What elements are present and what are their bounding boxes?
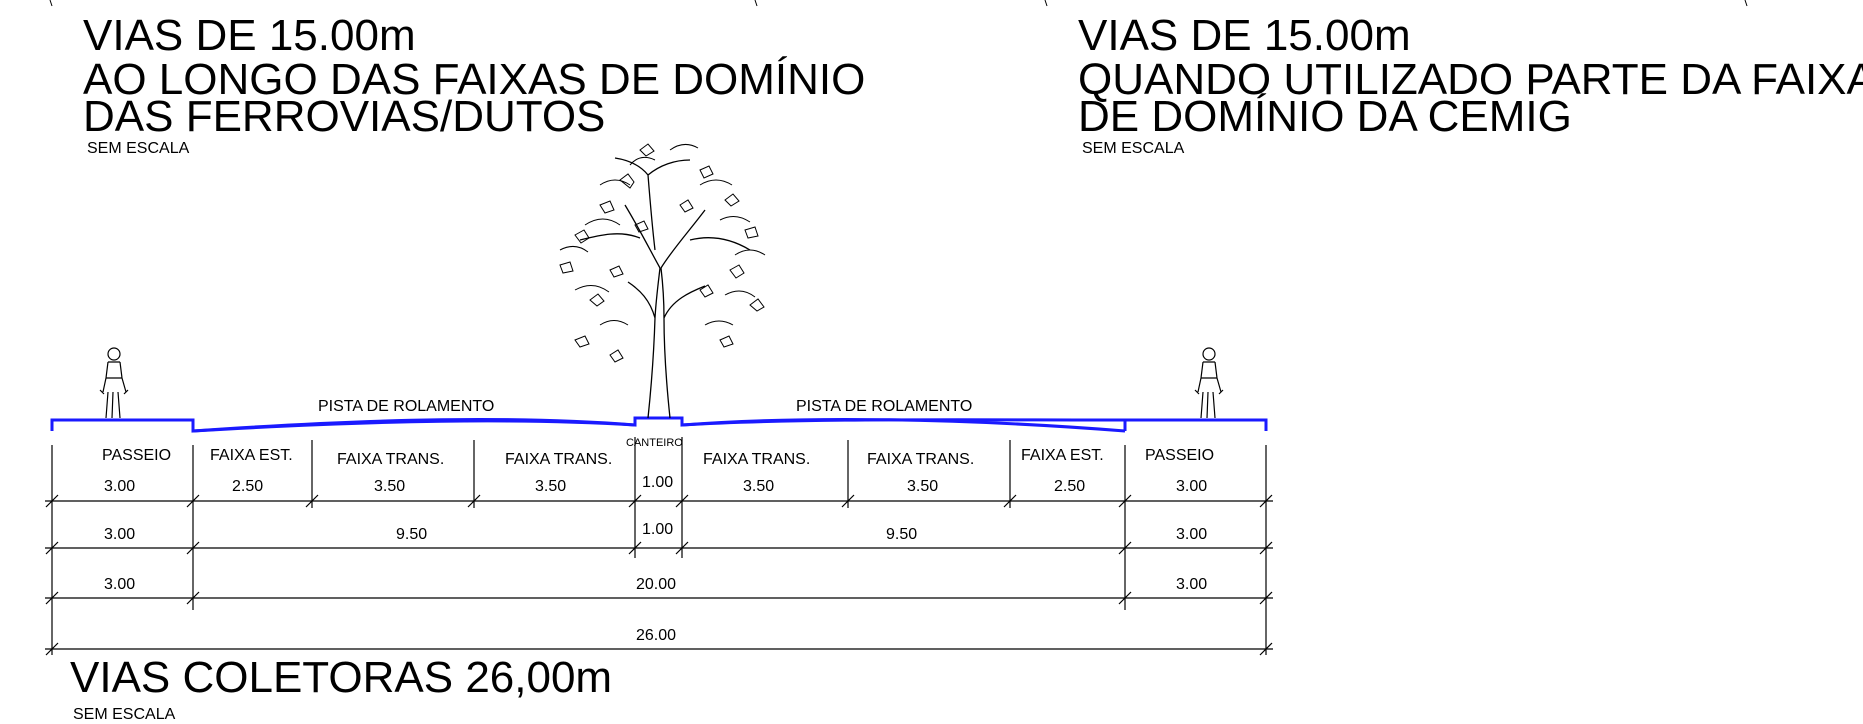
canteiro-label: CANTEIRO bbox=[626, 437, 683, 449]
pedestrian-right-figure bbox=[1194, 347, 1224, 419]
sheet-border-ticks bbox=[49, 0, 1748, 7]
dim-value: 3.00 bbox=[104, 526, 136, 543]
dim-value: 3.00 bbox=[1176, 478, 1208, 495]
dim-value: 3.00 bbox=[1176, 576, 1208, 593]
dimension-horizontals bbox=[45, 500, 1273, 650]
dim-value: 2.50 bbox=[232, 478, 264, 495]
lane-name: PASSEIO bbox=[102, 447, 172, 464]
lane-name: FAIXA TRANS. bbox=[703, 451, 811, 468]
curb-lines bbox=[192, 417, 1126, 433]
left-title-line2: AO LONGO DAS FAIXAS DE DOMÍNIO bbox=[83, 55, 866, 104]
dim-value: 9.50 bbox=[886, 526, 918, 543]
right-title-line3: DE DOMÍNIO DA CEMIG bbox=[1078, 92, 1572, 141]
left-title-line1: VIAS DE 15.00m bbox=[83, 11, 416, 60]
bottom-title: VIAS COLETORAS 26,00m bbox=[70, 653, 613, 702]
dim-value: 1.00 bbox=[642, 521, 674, 538]
pista-right-label: PISTA DE ROLAMENTO bbox=[796, 398, 973, 415]
bottom-scale-note: SEM ESCALA bbox=[73, 706, 176, 723]
dim-value: 3.50 bbox=[743, 478, 775, 495]
dim-value: 9.50 bbox=[396, 526, 428, 543]
dim-value: 3.00 bbox=[1176, 526, 1208, 543]
dim-value: 3.00 bbox=[104, 478, 136, 495]
right-title-line1: VIAS DE 15.00m bbox=[1078, 11, 1411, 60]
dim-value: 3.50 bbox=[907, 478, 939, 495]
dimension-ticks bbox=[45, 494, 1273, 656]
lane-name: FAIXA TRANS. bbox=[867, 451, 975, 468]
right-title-line2: QUANDO UTILIZADO PARTE DA FAIXA bbox=[1078, 55, 1863, 104]
dimension-verticals bbox=[51, 437, 1267, 655]
dim-value: 1.00 bbox=[642, 474, 674, 491]
tree-illustration bbox=[559, 143, 766, 419]
lane-name: FAIXA EST. bbox=[210, 447, 293, 464]
dim-value: 2.50 bbox=[1054, 478, 1086, 495]
left-title-line3: DAS FERROVIAS/DUTOS bbox=[83, 92, 606, 141]
dim-value: 3.50 bbox=[374, 478, 406, 495]
left-scale-note: SEM ESCALA bbox=[87, 140, 190, 157]
lane-name: PASSEIO bbox=[1145, 447, 1215, 464]
pedestrian-left-figure bbox=[99, 347, 129, 419]
pista-left-label: PISTA DE ROLAMENTO bbox=[318, 398, 495, 415]
dim-value: 3.00 bbox=[104, 576, 136, 593]
dim-value: 26.00 bbox=[636, 627, 677, 644]
lane-name: FAIXA TRANS. bbox=[505, 451, 613, 468]
dim-value: 3.50 bbox=[535, 478, 567, 495]
right-scale-note: SEM ESCALA bbox=[1082, 140, 1185, 157]
lane-name: FAIXA EST. bbox=[1021, 447, 1104, 464]
lane-name: FAIXA TRANS. bbox=[337, 451, 445, 468]
dim-value: 20.00 bbox=[636, 576, 677, 593]
